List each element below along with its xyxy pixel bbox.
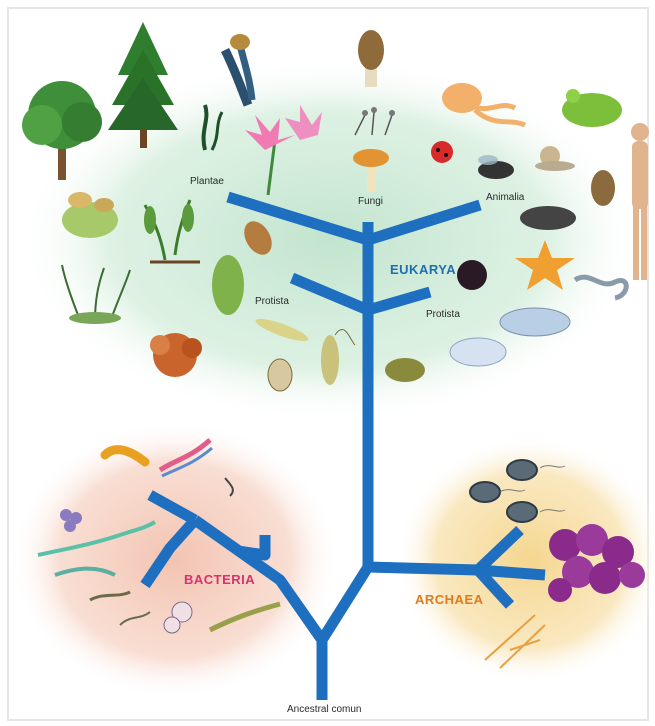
animal-frog-icon xyxy=(562,89,622,127)
plant-green-alga-icon xyxy=(212,255,244,315)
label-protista-left: Protista xyxy=(255,296,289,307)
protist-amoeba-icon xyxy=(450,338,506,366)
label-fungi: Fungi xyxy=(358,196,383,207)
animal-mole-icon xyxy=(520,206,576,230)
animal-owl-icon xyxy=(591,170,615,206)
animal-sea-urchin-icon xyxy=(457,260,487,290)
domain-label-bacteria: BACTERIA xyxy=(184,572,255,587)
protist-ciliate-icon xyxy=(268,359,292,391)
label-animalia: Animalia xyxy=(486,192,524,203)
protist-beetle-icon xyxy=(385,358,425,382)
label-ancestral-comun: Ancestral comun xyxy=(287,704,361,715)
protist-paramecium-icon xyxy=(500,308,570,336)
domain-label-archaea: ARCHAEA xyxy=(415,592,484,607)
label-protista-right: Protista xyxy=(426,309,460,320)
label-plantae: Plantae xyxy=(190,176,224,187)
domain-label-eukarya: EUKARYA xyxy=(390,262,456,277)
animal-ladybug-icon xyxy=(431,141,453,163)
branch-archaea-trunk xyxy=(368,567,478,570)
